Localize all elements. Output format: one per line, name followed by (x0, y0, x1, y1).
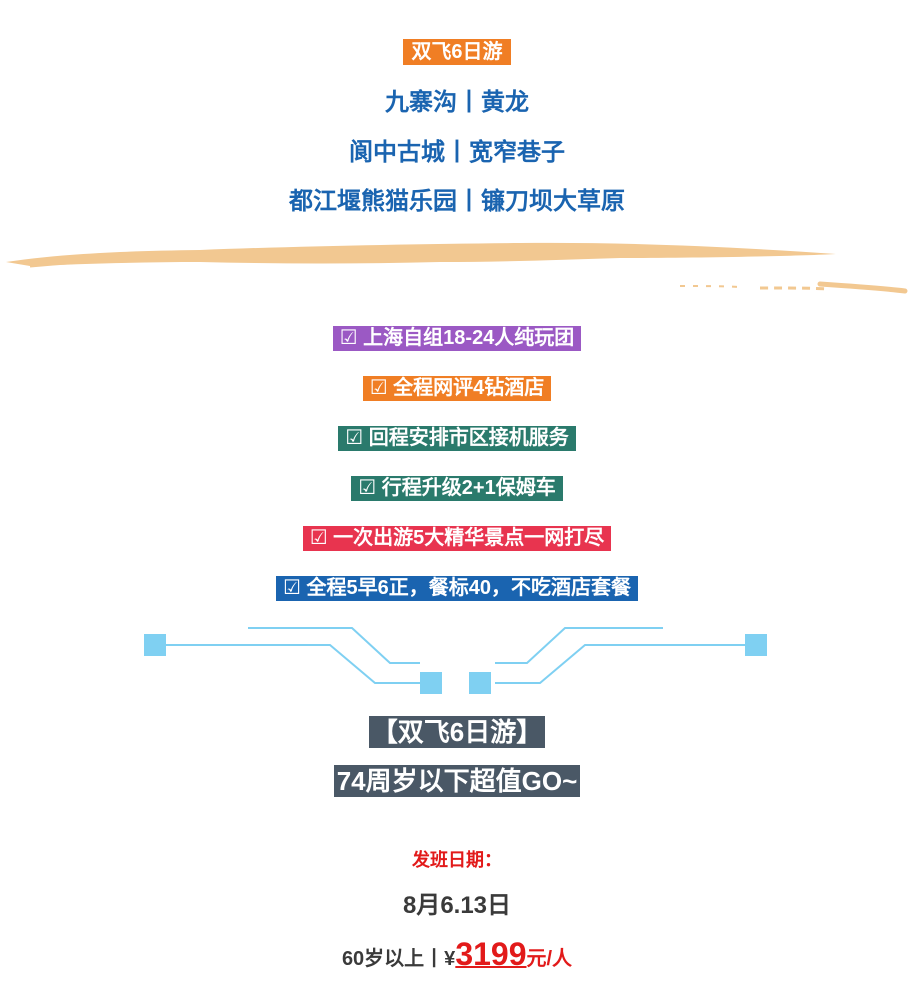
promo-title: 【双飞6日游】 (368, 716, 546, 748)
schedule-dates: 8月6.13日 (402, 892, 512, 919)
feature-row-5: ☑ 一次出游5大精华景点一网打尽 (0, 526, 914, 551)
promo-subtitle-row: 74周岁以下超值GO~ (0, 765, 914, 797)
feature-tag-4: ☑ 行程升级2+1保姆车 (351, 476, 563, 501)
feature-row-6: ☑ 全程5早6正，餐标40，不吃酒店套餐 (0, 576, 914, 601)
feature-tag-6: ☑ 全程5早6正，餐标40，不吃酒店套餐 (276, 576, 638, 601)
feature-row-4: ☑ 行程升级2+1保姆车 (0, 476, 914, 501)
schedule-label: 发班日期： (412, 850, 502, 870)
circuit-decoration (144, 627, 767, 694)
feature-tag-2: ☑ 全程网评4钻酒店 (362, 376, 552, 401)
feature-tag-5: ☑ 一次出游5大精华景点一网打尽 (302, 526, 612, 551)
promo-title-row: 【双飞6日游】 (0, 716, 914, 748)
price-line: 60岁以上丨¥3199元/人 (0, 936, 914, 973)
feature-tag-3: ☑ 回程安排市区接机服务 (338, 426, 576, 451)
header-badge: 双飞6日游 (403, 39, 511, 65)
price-unit: 元/人 (526, 948, 573, 970)
route-line-3: 都江堰熊猫乐园丨镰刀坝大草原 (289, 188, 625, 215)
route-line-1: 九寨沟丨黄龙 (385, 89, 529, 116)
feature-tag-1: ☑ 上海自组18-24人纯玩团 (332, 326, 582, 351)
feature-row-1: ☑ 上海自组18-24人纯玩团 (0, 326, 914, 351)
feature-row-2: ☑ 全程网评4钻酒店 (0, 376, 914, 401)
price-amount: 3199 (455, 936, 527, 972)
promo-subtitle: 74周岁以下超值GO~ (333, 765, 581, 797)
price-condition: 60岁以上丨¥ (341, 948, 456, 970)
header-badge-row: 双飞6日游 (0, 39, 914, 65)
route-line-2: 阆中古城丨宽窄巷子 (349, 139, 565, 166)
brush-divider (6, 242, 908, 294)
feature-row-3: ☑ 回程安排市区接机服务 (0, 426, 914, 451)
